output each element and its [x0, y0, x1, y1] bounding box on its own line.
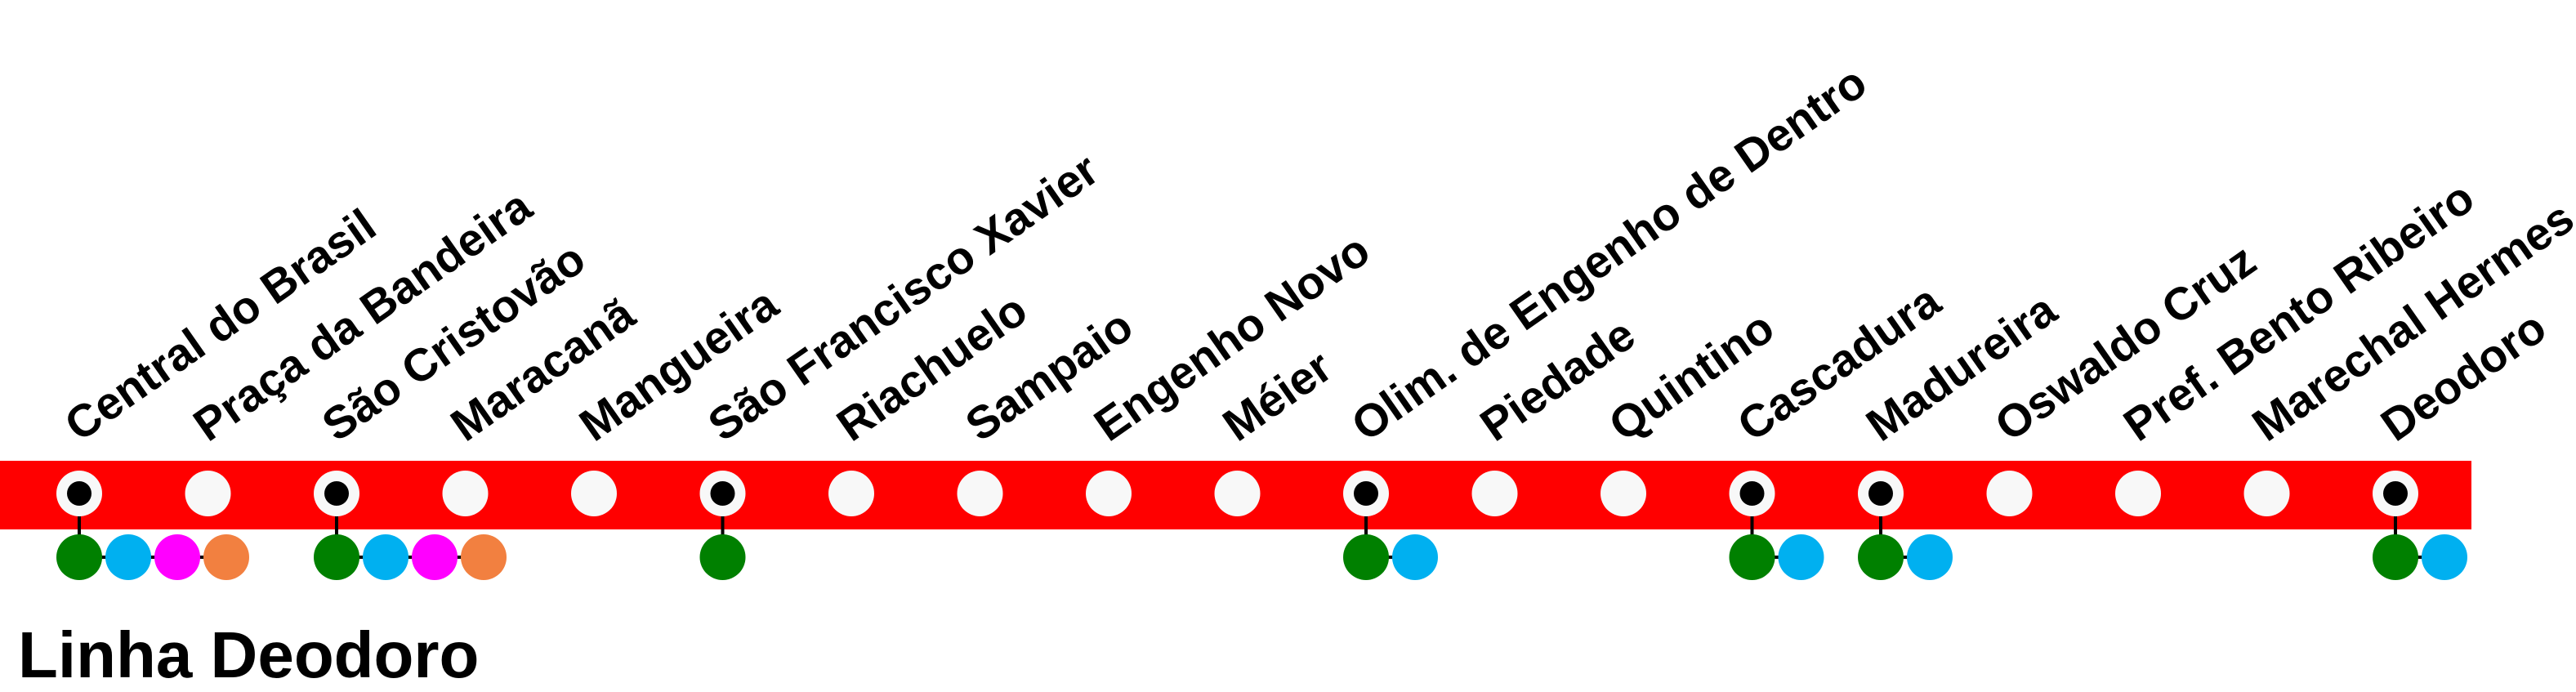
station-marker-pref-bento-ribeiro[interactable]	[2115, 471, 2161, 516]
stations-layer	[56, 471, 2418, 516]
station-marker-riachuelo[interactable]	[828, 471, 874, 516]
station-marker-mangueira[interactable]	[571, 471, 617, 516]
connection-green-circle	[2373, 534, 2418, 580]
station-marker-piedade[interactable]	[1471, 471, 1518, 516]
connection-blue-circle	[105, 534, 151, 580]
station-marker-praca-da-bandeira[interactable]	[185, 471, 231, 516]
station-marker-meier[interactable]	[1214, 471, 1261, 516]
connection-green-circle	[1729, 534, 1775, 580]
connection-green-circle	[699, 534, 746, 580]
connection-blue-circle	[1907, 534, 1953, 580]
connection-magenta-circle	[154, 534, 200, 580]
station-marker-marechal-hermes[interactable]	[2243, 471, 2290, 516]
connection-blue-circle	[1392, 534, 1438, 580]
station-marker-quintino[interactable]	[1601, 471, 1646, 516]
transfer-dot	[324, 481, 349, 506]
transfer-dot	[1739, 481, 1765, 506]
station-marker-engenho-novo[interactable]	[1086, 471, 1132, 516]
connection-blue-circle	[363, 534, 408, 580]
connection-green-circle	[1343, 534, 1389, 580]
station-marker-maracana[interactable]	[442, 471, 489, 516]
transfer-dot	[2383, 481, 2408, 506]
transfer-dot	[710, 481, 735, 506]
connection-orange-circle	[203, 534, 249, 580]
transfer-dot	[1868, 481, 1893, 506]
connection-blue-circle	[2422, 534, 2467, 580]
transfer-dot	[1354, 481, 1378, 506]
connection-blue-circle	[1778, 534, 1824, 580]
transfer-dot	[67, 481, 92, 506]
connection-green-circle	[56, 534, 102, 580]
line-title: Linha Deodoro	[18, 618, 480, 691]
station-marker-oswaldo-cruz[interactable]	[1986, 471, 2033, 516]
connections-layer	[56, 493, 2467, 580]
connection-orange-circle	[461, 534, 507, 580]
station-marker-sampaio[interactable]	[957, 471, 1003, 516]
connection-magenta-circle	[412, 534, 458, 580]
connection-green-circle	[1858, 534, 1904, 580]
connection-green-circle	[314, 534, 359, 580]
